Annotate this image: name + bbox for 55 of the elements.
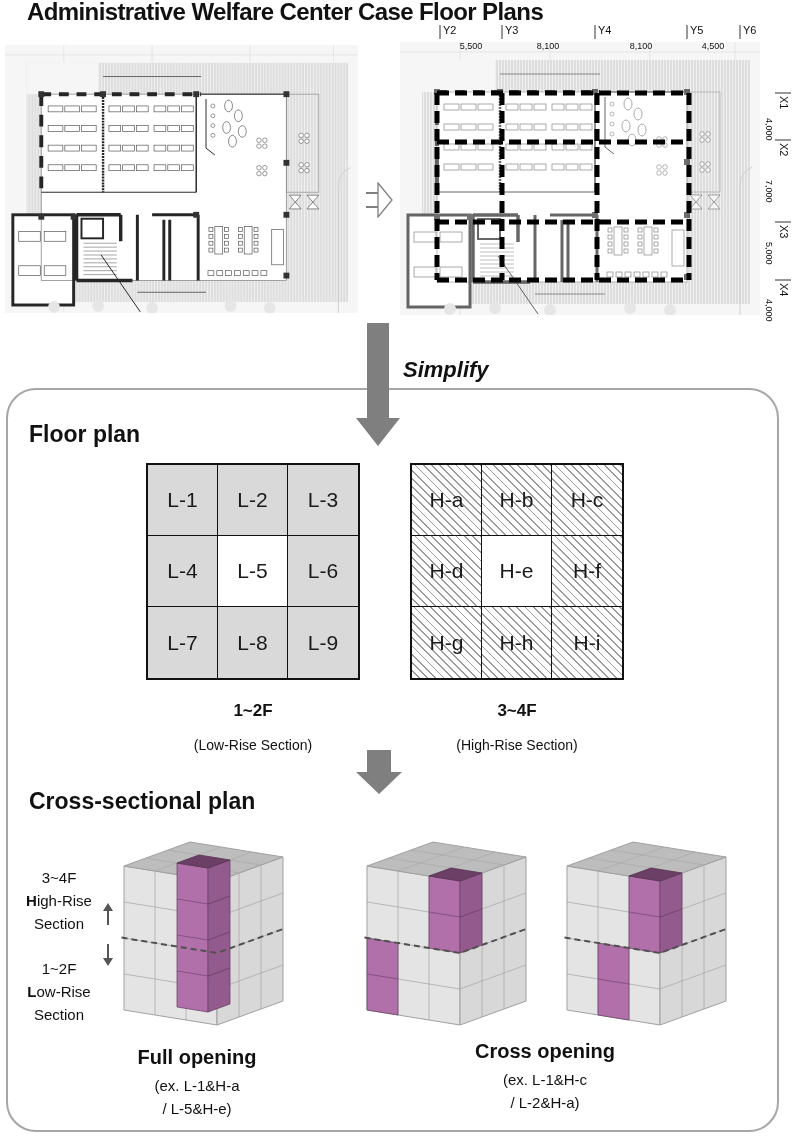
side-label: 1~2F Low-Rise Section [26,959,92,1025]
dimension-label: 4,000 [764,299,775,322]
dimension-label: 4,000 [764,118,775,141]
plan-cell: L-3 [288,465,358,536]
hatched-cell: H-h [482,607,552,678]
node-label: Full opening [137,1046,257,1069]
floor-grid [146,463,360,680]
plan-cell: L-5 [218,536,288,607]
node-label: 3~4F [497,701,537,721]
section-heading: Cross-sectional plan [29,788,256,815]
dimension-label: 5,000 [764,242,775,265]
opening-title: Cross opening [475,1040,615,1063]
grid-axis-label: X1 [777,96,790,110]
plan-cell: L-8 [218,607,288,678]
floor-grid [410,463,624,680]
arrow [366,182,393,218]
hatched-cell: H-i [552,607,622,678]
title: Administrative Welfare Center Case Floor Plans [27,0,544,24]
grid-axis-label: Y2 [443,24,457,37]
plan-cell: L-6 [288,536,358,607]
grid-axis-label: X2 [777,143,790,157]
side-label: 3~4F High-Rise Section [25,868,93,934]
node-label: (ex. L-1&H-a / L-5&H-e) [153,1076,241,1119]
hatched-cell: H-g [412,607,482,678]
plan-cell: H-e [482,536,552,607]
dimension-label: 7,000 [764,180,775,203]
plan-cell: L-1 [148,465,218,536]
section-heading: Floor plan [29,421,141,448]
node-label: (Low-Rise Section) [193,737,313,754]
plan-cell: L-2 [218,465,288,536]
dimension-label: 5,500 [459,41,483,52]
grid-axis-label: Y3 [505,24,519,37]
floor-plan-drawing [5,45,358,313]
rounded-panel [6,388,779,1132]
grid-axis-label: Y4 [598,24,612,37]
dimension-label: 8,100 [629,41,653,52]
dimension-label: 8,100 [536,41,560,52]
plan-cell: L-4 [148,536,218,607]
hatched-cell: H-f [552,536,622,607]
arrow [356,323,400,446]
node-label: 1~2F [233,701,273,721]
plan-cell: L-7 [148,607,218,678]
plan-cell: L-9 [288,607,358,678]
grid-axis-label: Y5 [690,24,704,37]
floor-plan-drawing [400,42,760,315]
hatched-cell: H-b [482,465,552,536]
grid-axis-label: Y6 [743,24,757,37]
hatched-cell: H-c [552,465,622,536]
node-label: (High-Rise Section) [456,737,578,754]
example-note: (ex. L-1&H-c / L-2&H-a) [501,1070,589,1113]
grid-axis-label: X3 [777,225,790,239]
grid-axis-label: X4 [777,283,790,297]
hatched-cell: H-d [412,536,482,607]
hatched-cell: H-a [412,465,482,536]
dimension-label: 4,500 [701,41,725,52]
